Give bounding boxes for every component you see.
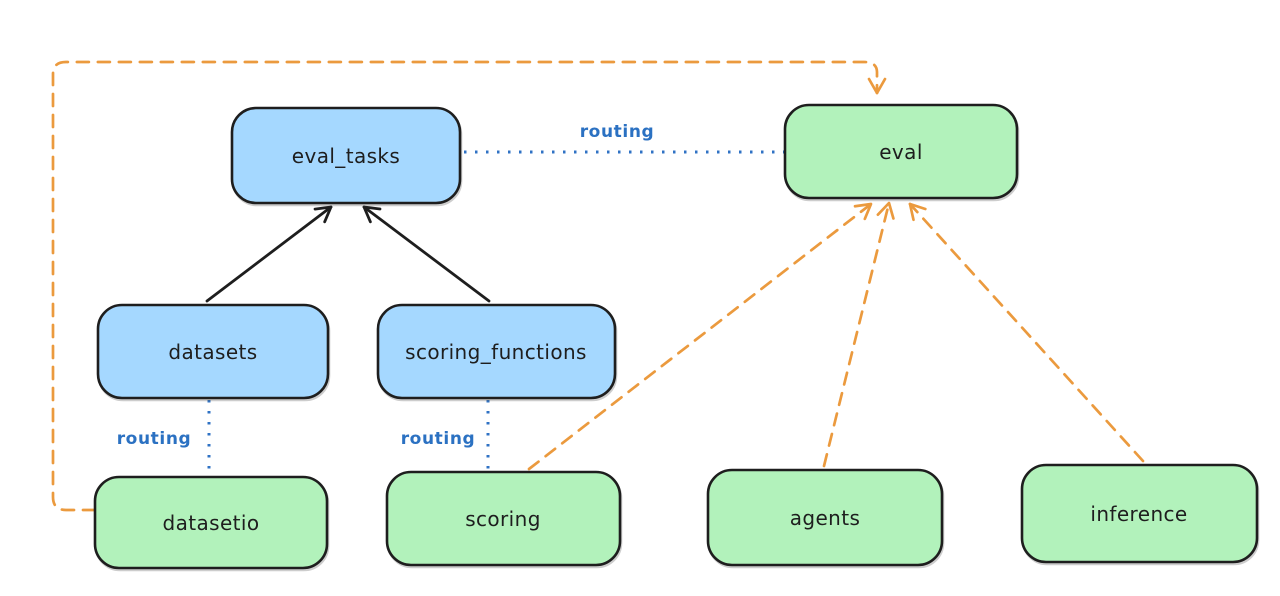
node-scoring-functions-box	[376, 303, 617, 400]
node-datasetio-box	[93, 475, 329, 570]
node-agents: agents	[706, 468, 944, 567]
edge-datasets-to-eval-tasks	[205, 205, 333, 303]
node-inference-label: inference	[1090, 502, 1187, 526]
edge-datasetio-to-eval-loop	[51, 60, 887, 512]
edge-label-routing-top: routing	[580, 122, 655, 142]
node-inference: inference	[1020, 463, 1259, 564]
edge-layer	[51, 60, 1145, 512]
node-datasetio: datasetio	[93, 475, 329, 570]
edge-inference-to-eval	[908, 202, 1145, 463]
edge-label-layer: routing routing routing	[117, 122, 655, 449]
edge-label-routing-datasetio: routing	[117, 429, 192, 449]
node-datasets-box	[96, 303, 330, 400]
node-eval-label: eval	[879, 140, 923, 164]
node-scoring-label: scoring	[465, 507, 541, 531]
node-datasets: datasets	[96, 303, 330, 400]
node-layer: eval_tasks eval datasets scoring_functio…	[93, 103, 1259, 570]
node-scoring: scoring	[385, 470, 622, 567]
node-eval-tasks-box	[230, 106, 462, 205]
node-eval-box	[783, 103, 1019, 200]
node-eval-tasks: eval_tasks	[230, 106, 462, 205]
edge-scoring-to-eval	[527, 202, 873, 471]
edge-agents-to-eval	[822, 201, 895, 468]
edge-label-routing-scoring: routing	[401, 429, 476, 449]
node-eval-tasks-label: eval_tasks	[292, 144, 400, 168]
node-datasets-label: datasets	[168, 340, 257, 364]
node-agents-label: agents	[790, 506, 861, 530]
node-datasetio-label: datasetio	[162, 511, 259, 535]
node-agents-box	[706, 468, 944, 567]
edge-scoring-functions-to-eval-tasks	[362, 205, 491, 303]
node-scoring-functions: scoring_functions	[376, 303, 617, 400]
node-scoring-box	[385, 470, 622, 567]
node-eval: eval	[783, 103, 1019, 200]
node-scoring-functions-label: scoring_functions	[405, 340, 587, 364]
node-inference-box	[1020, 463, 1259, 564]
